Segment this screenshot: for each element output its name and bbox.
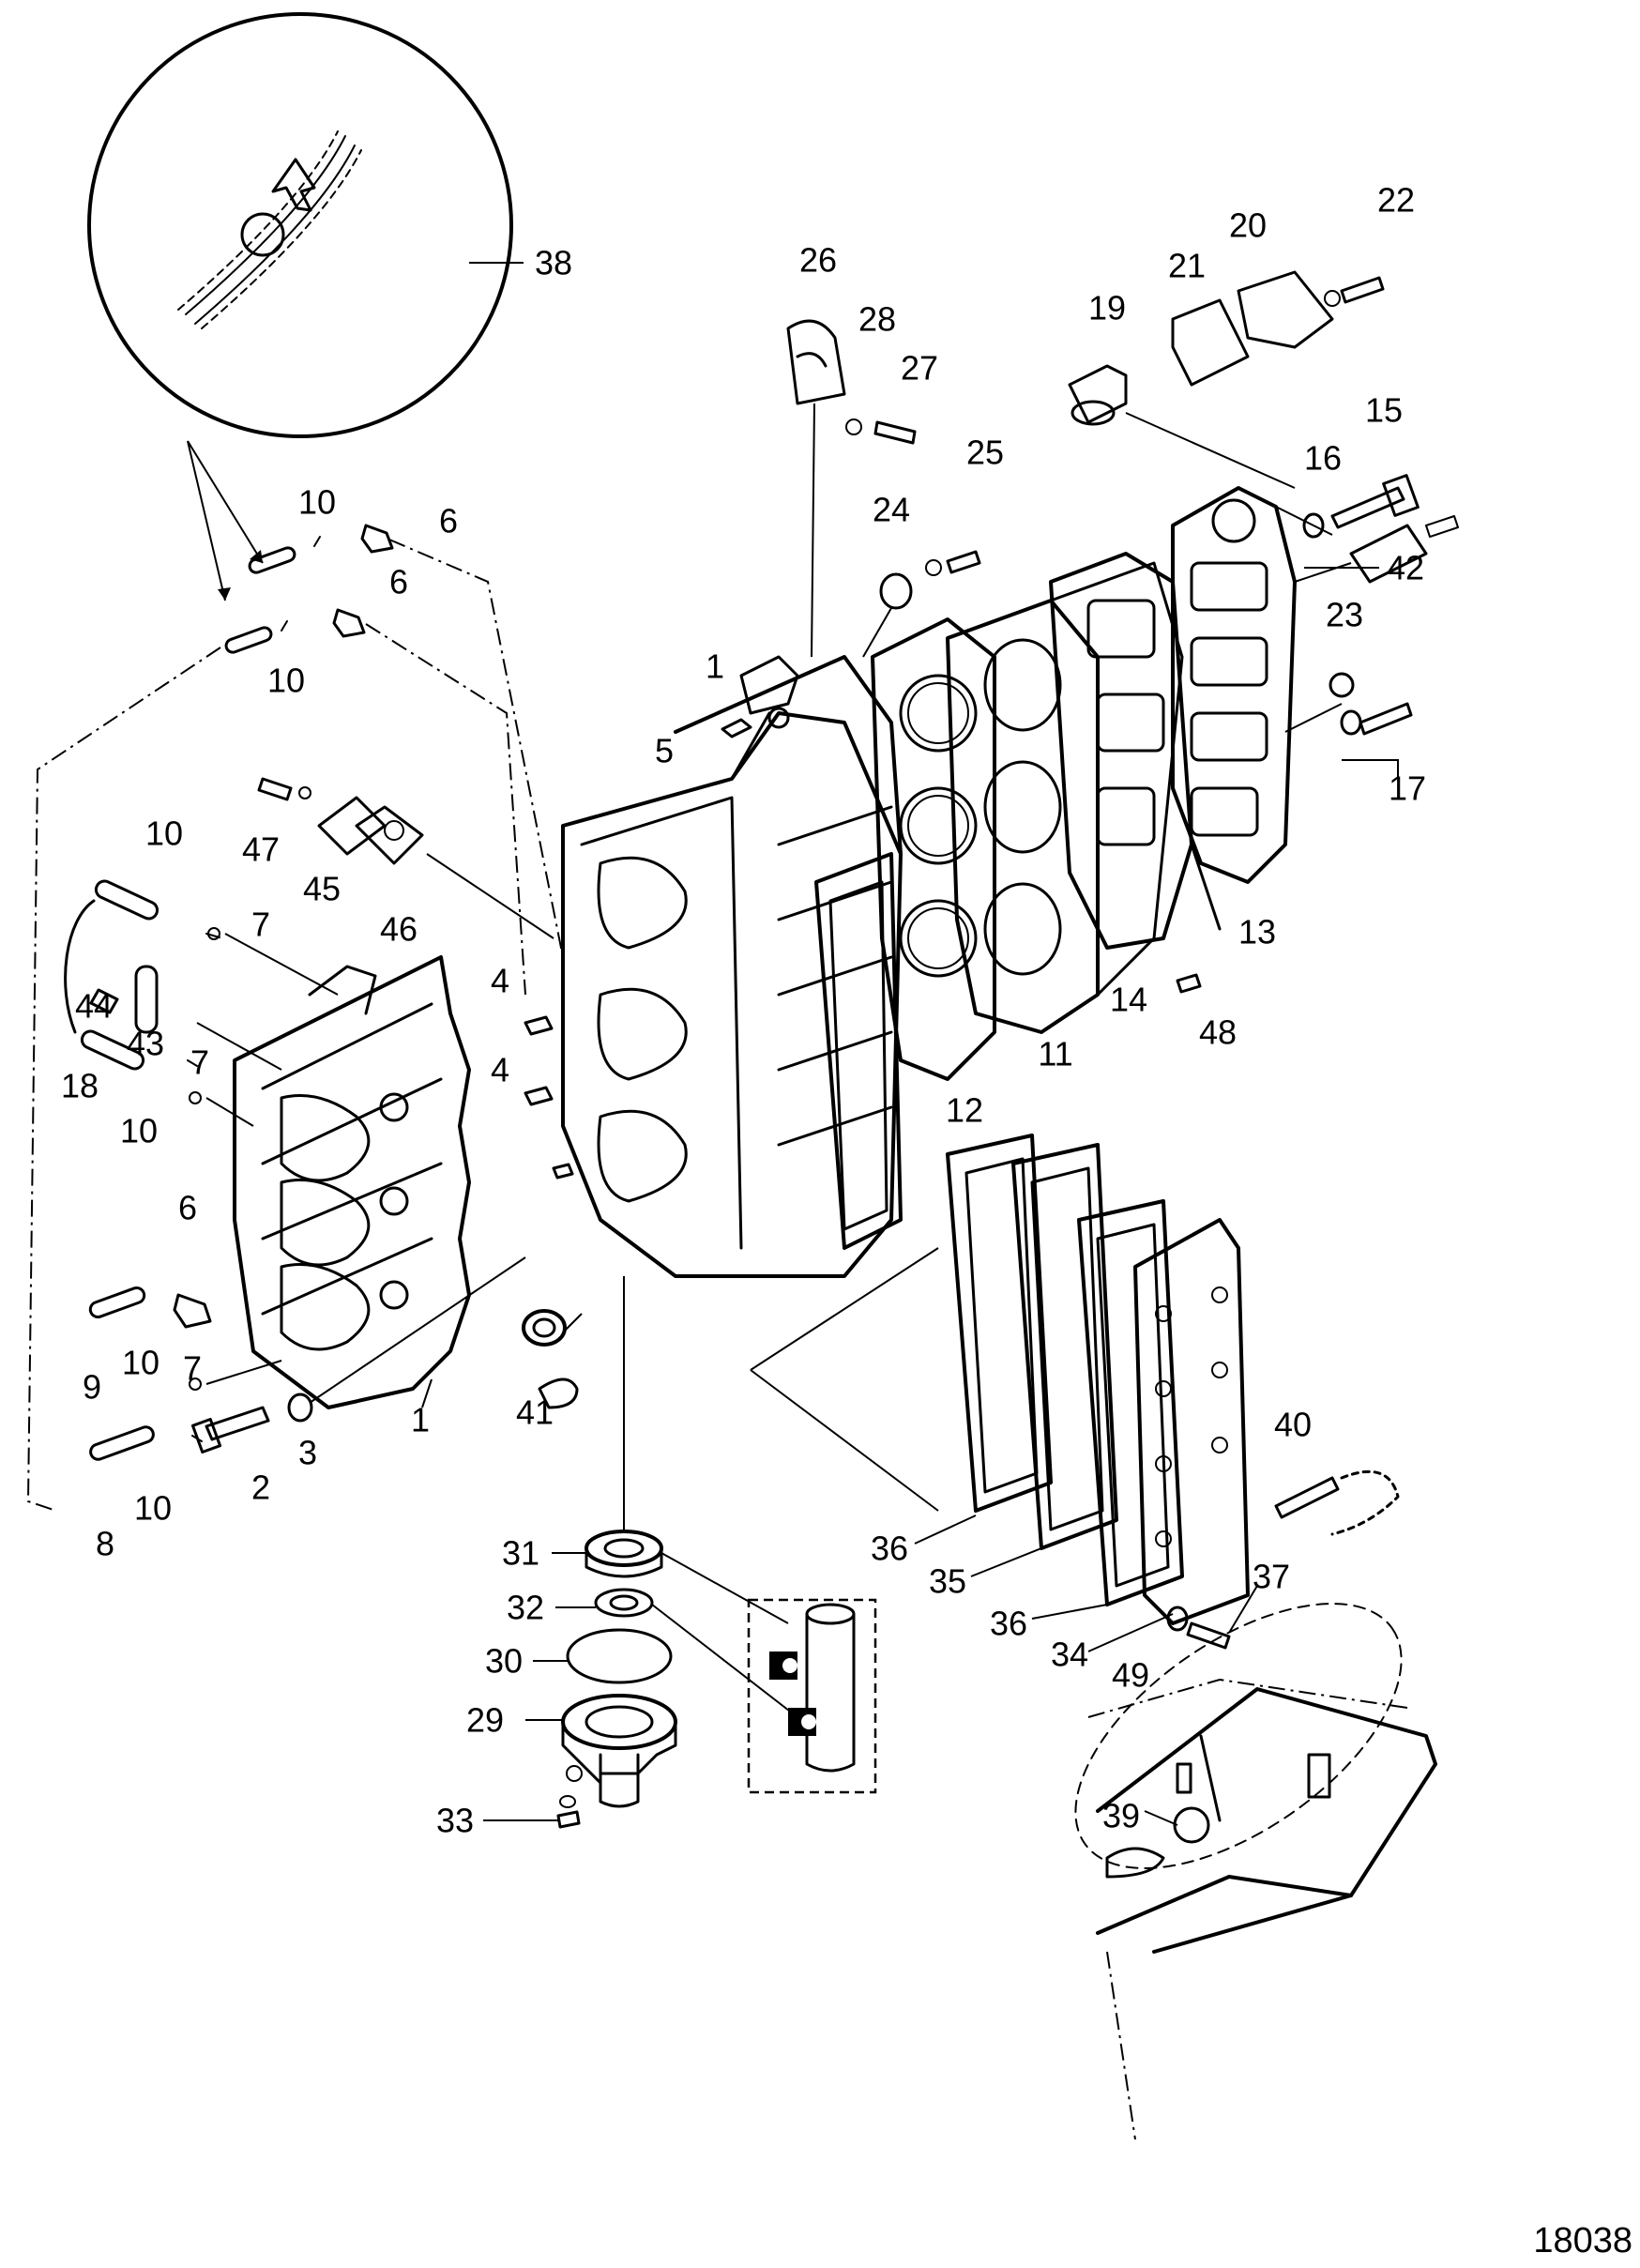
callout-10: 10 <box>134 1489 172 1528</box>
fitting-group-upper <box>26 524 564 1512</box>
exhaust-gaskets <box>946 1134 1184 1606</box>
callout-46: 46 <box>380 910 418 949</box>
thermostat-housing <box>1068 270 1385 489</box>
callout-1: 1 <box>706 647 724 686</box>
callout-10: 10 <box>267 662 305 700</box>
callout-12: 12 <box>946 1091 983 1130</box>
callout-25: 25 <box>966 434 1004 472</box>
callout-10: 10 <box>122 1344 159 1382</box>
callout-7: 7 <box>190 1043 209 1082</box>
seal-41 <box>522 1309 567 1347</box>
callout-28: 28 <box>858 300 896 339</box>
callout-6: 6 <box>389 563 408 601</box>
callout-32: 32 <box>507 1589 544 1627</box>
callout-6: 6 <box>178 1189 197 1227</box>
callout-31: 31 <box>502 1534 539 1573</box>
thermostat-cover-plate <box>1171 486 1297 884</box>
bolt-washer-lower-left <box>190 1256 526 1454</box>
callout-36: 36 <box>990 1605 1027 1643</box>
bolt-37 <box>1166 1606 1231 1650</box>
seal-detail-box <box>747 1598 877 1794</box>
callout-15: 15 <box>1365 391 1403 430</box>
lower-cowl <box>1074 1469 1437 2140</box>
cylinder-block <box>524 655 903 1409</box>
left-hoses <box>64 879 339 1461</box>
callout-20: 20 <box>1229 206 1267 245</box>
callout-9: 9 <box>83 1368 101 1407</box>
cylinder-head <box>946 561 1184 1034</box>
callout-19: 19 <box>1088 289 1126 327</box>
callout-49: 49 <box>1112 1656 1149 1695</box>
callout-23: 23 <box>1326 596 1363 634</box>
callout-7: 7 <box>183 1349 202 1388</box>
callout-30: 30 <box>485 1642 523 1681</box>
cover-plate-45-46 <box>257 777 554 939</box>
seal-stack <box>556 1276 798 1829</box>
exhaust-cover <box>750 1218 1250 1625</box>
callout-10: 10 <box>120 1112 158 1150</box>
callout-33: 33 <box>436 1802 474 1840</box>
callout-45: 45 <box>303 870 341 908</box>
bolts-right <box>1275 474 1459 736</box>
callout-26: 26 <box>799 241 837 280</box>
callout-labels: 1 1 2 3 4 4 5 6 6 6 7 7 7 8 9 10 10 10 1… <box>61 181 1426 1840</box>
callout-43: 43 <box>127 1025 164 1063</box>
callout-35: 35 <box>929 1562 966 1601</box>
callout-4: 4 <box>491 962 509 1000</box>
callout-48: 48 <box>1199 1013 1237 1052</box>
callout-6: 6 <box>439 502 458 540</box>
head-gasket <box>871 617 996 1081</box>
callout-34: 34 <box>1051 1636 1088 1674</box>
callout-47: 47 <box>242 830 280 869</box>
callout-10: 10 <box>145 814 183 853</box>
figure-id: 18038 <box>1533 2221 1632 2260</box>
callout-16: 16 <box>1304 439 1342 478</box>
callout-13: 13 <box>1238 913 1276 951</box>
callout-11: 11 <box>1038 1035 1072 1073</box>
callout-1: 1 <box>411 1401 430 1439</box>
callout-leaders <box>421 262 1399 1826</box>
dowel-pins <box>1176 973 1202 994</box>
crankcase-cover <box>233 955 471 1409</box>
head-cover <box>1049 552 1222 950</box>
callout-38: 38 <box>535 244 572 282</box>
callout-29: 29 <box>466 1701 504 1740</box>
callout-17: 17 <box>1389 769 1426 808</box>
clamp-bracket <box>786 319 917 658</box>
callout-37: 37 <box>1253 1558 1290 1596</box>
callout-36: 36 <box>871 1530 908 1568</box>
callout-24: 24 <box>873 491 910 529</box>
callout-5: 5 <box>655 732 674 770</box>
callout-14: 14 <box>1110 981 1147 1019</box>
callout-40: 40 <box>1274 1406 1312 1444</box>
callout-27: 27 <box>901 349 938 388</box>
callout-41: 41 <box>516 1393 554 1432</box>
callout-22: 22 <box>1377 181 1415 220</box>
callout-42: 42 <box>1387 549 1424 587</box>
callout-3: 3 <box>298 1434 317 1472</box>
callout-18: 18 <box>61 1067 99 1105</box>
washer-bolt-24-25 <box>862 550 981 658</box>
callout-7: 7 <box>251 906 270 944</box>
detail-view-circle <box>87 12 513 601</box>
callout-4: 4 <box>491 1051 509 1089</box>
callout-10: 10 <box>298 483 336 522</box>
callout-39: 39 <box>1102 1797 1140 1835</box>
callout-44: 44 <box>75 987 113 1026</box>
callout-21: 21 <box>1168 247 1206 285</box>
callout-8: 8 <box>96 1525 114 1563</box>
callout-2: 2 <box>251 1469 270 1507</box>
